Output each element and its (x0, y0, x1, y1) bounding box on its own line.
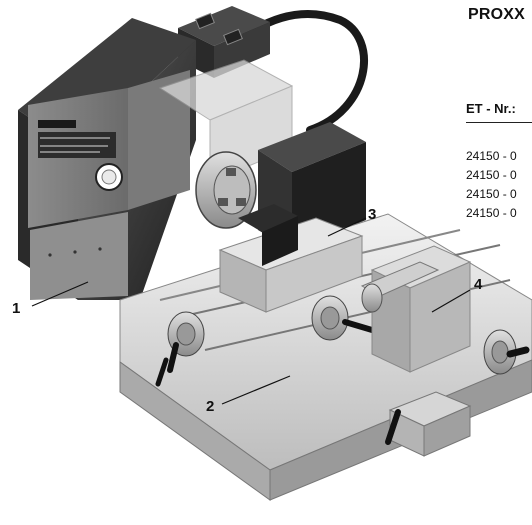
parts-number-header: ET - Nr.: (466, 101, 516, 116)
list-item: 24150 - 0 (466, 187, 517, 201)
three-jaw-chuck (195, 151, 257, 229)
callout-3: 3 (368, 206, 377, 223)
tailstock (360, 245, 530, 375)
carriage-handwheel (167, 311, 205, 373)
cross-slide (218, 204, 364, 313)
callout-1: 1 (12, 300, 21, 317)
list-item: 24150 - 0 (466, 206, 517, 220)
header-underline (466, 122, 532, 123)
list-item: 24150 - 0 (466, 168, 517, 182)
front-clamp-block (385, 391, 472, 457)
callout-4: 4 (474, 276, 483, 293)
page-title: PROXX (468, 6, 526, 23)
list-item: 24150 - 0 (466, 149, 517, 163)
callout-2: 2 (206, 398, 215, 415)
cross-slide-handwheel (311, 295, 375, 341)
parts-list: 24150 - 0 24150 - 0 24150 - 0 24150 - 0 (466, 147, 517, 223)
headstock-housing (18, 18, 196, 300)
